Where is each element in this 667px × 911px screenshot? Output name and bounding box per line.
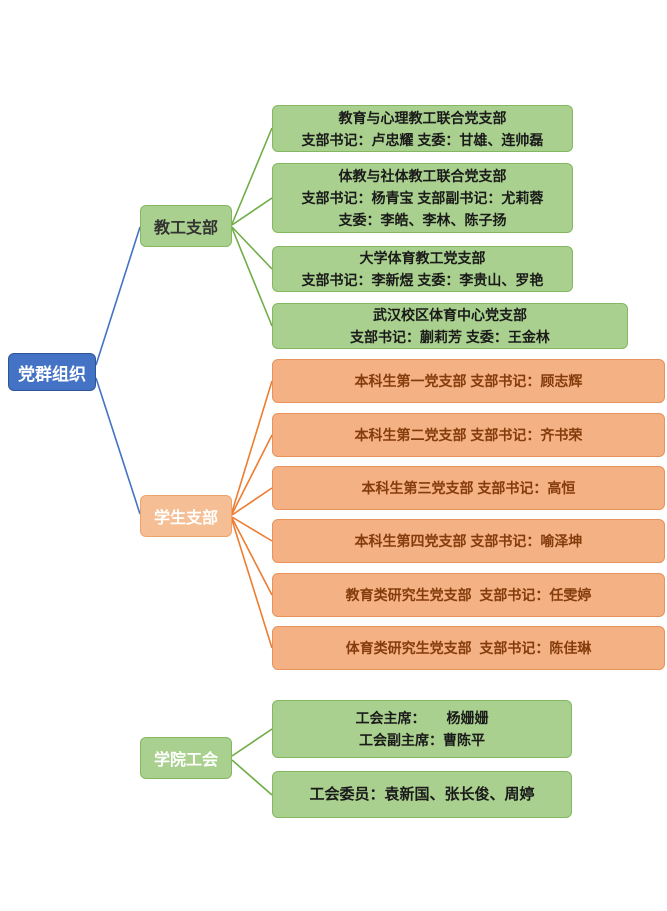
node-line: 支委：李皓、李林、陈子扬	[338, 212, 507, 228]
student-leaf-5: 教育类研究生党支部 支部书记：任雯婷	[272, 573, 665, 617]
student-leaf-1: 本科生第一党支部 支部书记：顾志辉	[272, 359, 665, 403]
node-line: 大学体育教工党支部	[359, 250, 486, 266]
node-line: 本科生第三党支部 支部书记：高恒	[361, 480, 576, 496]
node-line: 教育类研究生党支部 支部书记：任雯婷	[345, 587, 592, 603]
node-line: 本科生第一党支部 支部书记：顾志辉	[354, 373, 583, 389]
link-faculty-4	[231, 227, 273, 327]
branch-union: 学院工会	[140, 737, 232, 779]
link-student-1	[231, 380, 273, 513]
node-line: 支部书记：蒯莉芳 支委：王金林	[350, 329, 550, 345]
link-student-4	[231, 516, 273, 542]
node-line: 工会委员：袁新国、张长俊、周婷	[309, 785, 535, 803]
node-line: 武汉校区体育中心党支部	[373, 307, 527, 323]
link-faculty-3	[231, 226, 273, 270]
link-union-1	[231, 728, 273, 757]
node-line: 本科生第四党支部 支部书记：喻泽坤	[354, 533, 583, 549]
student-leaf-2: 本科生第二党支部 支部书记：齐书荣	[272, 413, 665, 457]
node-line: 支部书记：卢忠耀 支委：甘雄、连帅磊	[301, 131, 544, 148]
link-student-2	[231, 434, 273, 515]
root-node: 党群组织	[8, 353, 96, 391]
link-root-student	[95, 377, 141, 515]
node-line: 体育类研究生党支部 支部书记：陈佳琳	[345, 640, 592, 656]
student-leaf-4: 本科生第四党支部 支部书记：喻泽坤	[272, 519, 665, 563]
node-line: 支部书记：杨青宝 支部副书记：尤莉蓉	[301, 190, 544, 206]
link-union-2	[231, 759, 273, 796]
faculty-leaf-3: 大学体育教工党支部 支部书记：李新煜 支委：李贵山、罗艳	[272, 246, 573, 292]
node-line: 本科生第二党支部 支部书记：齐书荣	[354, 427, 583, 443]
branch-student: 学生支部	[140, 495, 232, 537]
node-line: 工会副主席：曹陈平	[359, 732, 485, 748]
link-student-3	[231, 487, 273, 516]
faculty-leaf-2: 体教与社体教工联合党支部 支部书记：杨青宝 支部副书记：尤莉蓉 支委：李皓、李林…	[272, 163, 573, 233]
node-line: 支部书记：李新煜 支委：李贵山、罗艳	[301, 272, 544, 288]
student-leaf-6: 体育类研究生党支部 支部书记：陈佳琳	[272, 626, 665, 670]
faculty-leaf-1: 教育与心理教工联合党支部 支部书记：卢忠耀 支委：甘雄、连帅磊	[272, 105, 573, 152]
node-line: 体教与社体教工联合党支部	[338, 168, 507, 184]
link-student-5	[231, 517, 273, 596]
node-line: 教育与心理教工联合党支部	[338, 109, 507, 126]
link-root-faculty	[95, 226, 141, 366]
union-leaf-1: 工会主席： 杨姗姗 工会副主席：曹陈平	[272, 700, 572, 758]
link-faculty-1	[231, 127, 273, 225]
node-line: 工会主席： 杨姗姗	[355, 710, 489, 726]
student-leaf-3: 本科生第三党支部 支部书记：高恒	[272, 466, 665, 510]
link-faculty-2	[231, 197, 273, 226]
union-leaf-2: 工会委员：袁新国、张长俊、周婷	[272, 771, 572, 818]
link-student-6	[231, 519, 273, 649]
branch-faculty: 教工支部	[140, 205, 232, 247]
faculty-leaf-4: 武汉校区体育中心党支部 支部书记：蒯莉芳 支委：王金林	[272, 303, 628, 349]
